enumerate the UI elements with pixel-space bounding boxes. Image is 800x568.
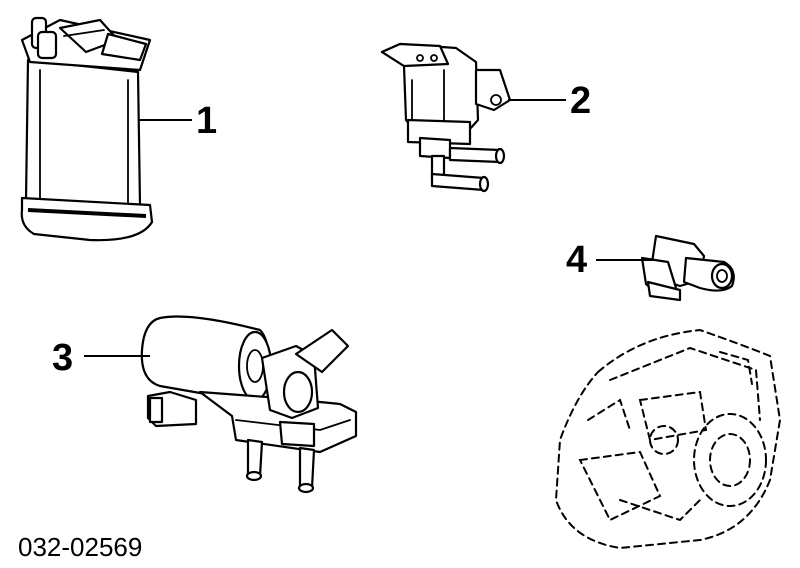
callout-4: 4 bbox=[566, 239, 587, 281]
callout-1: 1 bbox=[196, 100, 217, 142]
engine-phantom-outline bbox=[554, 328, 782, 550]
callout-2: 2 bbox=[570, 80, 591, 122]
callout-3: 3 bbox=[52, 337, 73, 379]
vacuum-switching-valve-part-3 bbox=[140, 315, 358, 494]
sensor-part-4 bbox=[640, 234, 735, 302]
canister-part-1 bbox=[20, 16, 154, 242]
reference-number: 032-02569 bbox=[18, 532, 142, 562]
solenoid-valve-part-2 bbox=[380, 42, 512, 193]
